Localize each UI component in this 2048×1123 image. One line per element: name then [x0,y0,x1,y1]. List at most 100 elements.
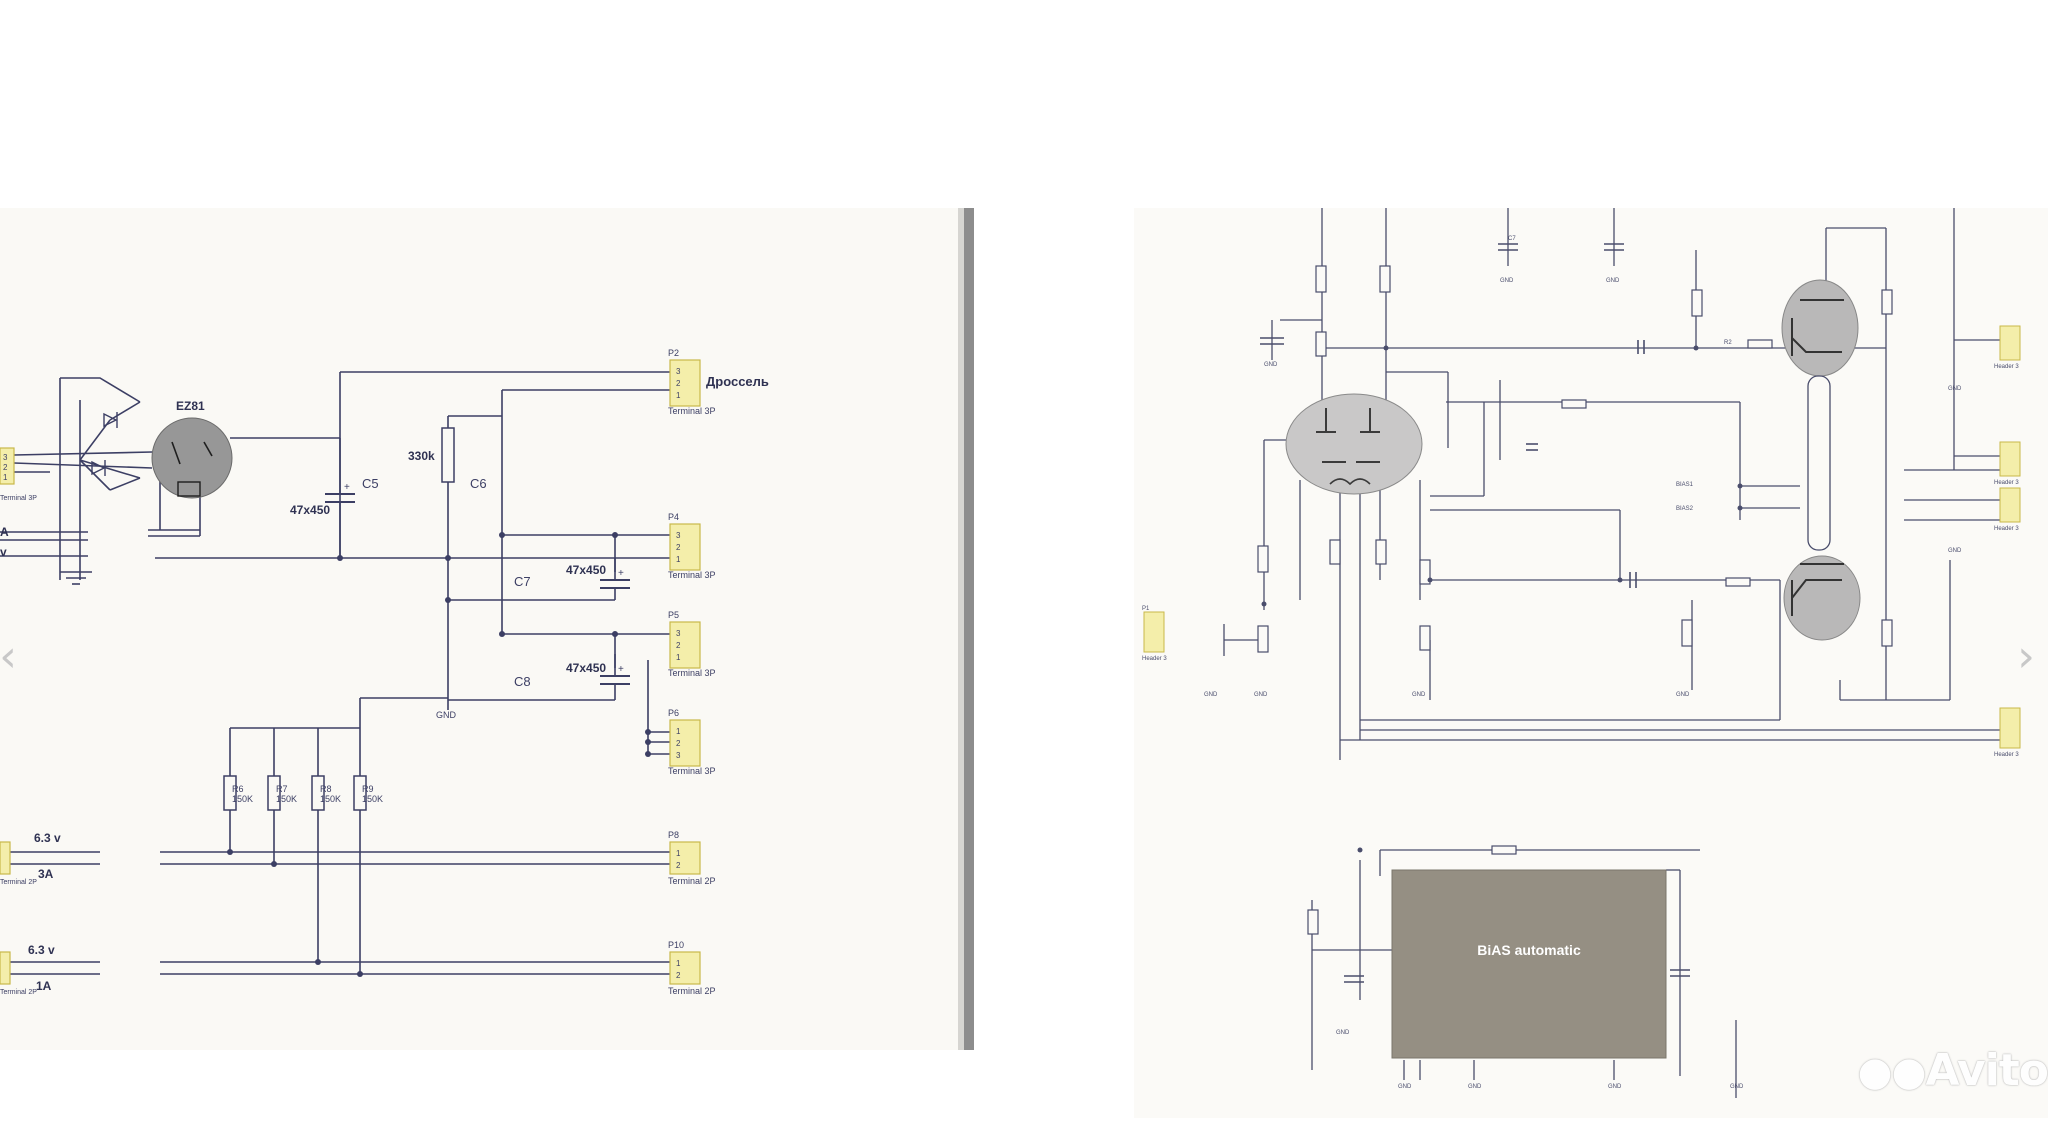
resistor-330k [441,427,455,483]
resistor-label-r2: R2 [1724,340,1732,346]
p4-type: Terminal 3P [668,570,716,580]
label-edge-a: A [0,525,9,539]
gnd-label-11: GND [1398,1084,1412,1090]
left-conn-pin-2: 2 [3,463,8,472]
output-tube-bottom [1783,555,1861,641]
connector-p8 [669,841,701,875]
watermark-text: Avito [1925,1045,2048,1096]
value-r8: 150K [320,794,341,804]
label-p10: P10 [668,940,684,950]
connector-p5 [669,621,701,669]
p6-pin-1: 1 [676,727,681,736]
resistor-r7 [267,775,281,811]
label-choke: Дроссель [706,374,769,389]
p8-pin-2: 2 [676,861,681,870]
p2-type: Terminal 3P [668,406,716,416]
svg-text:+: + [618,568,624,579]
header-label-2: Header 3 [1994,480,2019,486]
label-6v3-b: 6.3 v [28,943,55,957]
prev-image-arrow[interactable]: ‹ [0,631,17,682]
gnd-label-8: GND [1412,692,1426,698]
label-3a: 3A [38,867,54,881]
resistor-r6 [223,775,237,811]
gnd-label-13: GND [1608,1084,1622,1090]
p8-pin-1: 1 [676,849,681,858]
value-c5: 47x450 [290,503,330,517]
gnd-label-7: GND [1254,692,1268,698]
p5-pin-2: 2 [676,641,681,650]
p4-pin-2: 2 [676,543,681,552]
header-label-1: Header 3 [1994,364,2019,370]
label-6v3-a: 6.3 v [34,831,61,845]
dual-triode-tube [1285,393,1423,495]
left-heater-type-1: Terminal 2P [0,879,37,886]
value-r6: 150K [232,794,253,804]
bias-block-label: BiAS automatic [1477,942,1581,958]
gnd-label-6: GND [1204,692,1218,698]
avito-watermark: ●●Avito [1858,1045,2048,1096]
value-r9: 150K [362,794,383,804]
p10-type: Terminal 2P [668,986,716,996]
left-heater-type-2: Terminal 2P [0,989,37,996]
heater-link [1807,375,1831,551]
label-ez81: EZ81 [176,399,205,413]
resistor-r8 [311,775,325,811]
p6-pin-3: 3 [676,751,681,760]
p5-pin-3: 3 [676,629,681,638]
label-gnd: GND [436,710,457,720]
net-bias2: BIAS2 [1676,506,1694,512]
header-right-4 [1999,707,2021,749]
label-p5: P5 [668,610,679,620]
gnd-label-14: GND [1730,1084,1744,1090]
next-image-arrow[interactable]: › [2017,631,2035,682]
gnd-label-9: GND [1676,692,1690,698]
p10-pin-1: 1 [676,959,681,968]
p4-pin-1: 1 [676,555,681,564]
left-conn-pin-3: 3 [3,453,8,462]
label-c8: C8 [514,674,531,689]
label-r6: R6 [232,784,244,794]
resistor-r9 [353,775,367,811]
header-right-3 [1999,487,2021,523]
gnd-label-3: GND [1606,278,1620,284]
connector-p4 [669,523,701,571]
header-label-p1: Header 3 [1142,656,1167,662]
p5-type: Terminal 3P [668,668,716,678]
connector-left-heater-1 [0,841,11,875]
p2-pin-3: 3 [676,367,681,376]
value-c8: 47x450 [566,661,606,675]
cap-label-c7: C7 [1508,236,1516,242]
label-p6: P6 [668,708,679,718]
header-label-4: Header 3 [1994,752,2019,758]
header-left-p1 [1143,611,1165,653]
value-r7: 150K [276,794,297,804]
gnd-label-10: GND [1336,1030,1350,1036]
p2-pin-2: 2 [676,379,681,388]
p5-pin-1: 1 [676,653,681,662]
gnd-label-2: GND [1500,278,1514,284]
watermark-logo-icon: ●● [1857,1049,1927,1095]
gnd-label-4: GND [1948,386,1962,392]
label-c6: C6 [470,476,487,491]
connector-left-3p [0,447,15,485]
p2-pin-1: 1 [676,391,681,400]
net-bias1: BIAS1 [1676,482,1694,488]
header-right-1 [1999,325,2021,361]
value-c7: 47x450 [566,563,606,577]
bias-automatic-block: BiAS automatic [1391,869,1667,1059]
gnd-label-12: GND [1468,1084,1482,1090]
label-1a: 1A [36,979,52,993]
svg-text:+: + [618,664,624,675]
left-conn-pin-1: 1 [3,473,8,482]
gnd-label-5: GND [1948,548,1962,554]
cap-polarity: + [344,482,350,493]
left-conn-type: Terminal 3P [0,495,37,502]
label-r9: R9 [362,784,374,794]
label-edge-v: v [0,545,7,559]
output-tube-top [1781,279,1859,377]
label-p1: P1 [1142,606,1150,612]
label-r8: R8 [320,784,332,794]
left-schematic-page: + + + [0,208,974,1050]
